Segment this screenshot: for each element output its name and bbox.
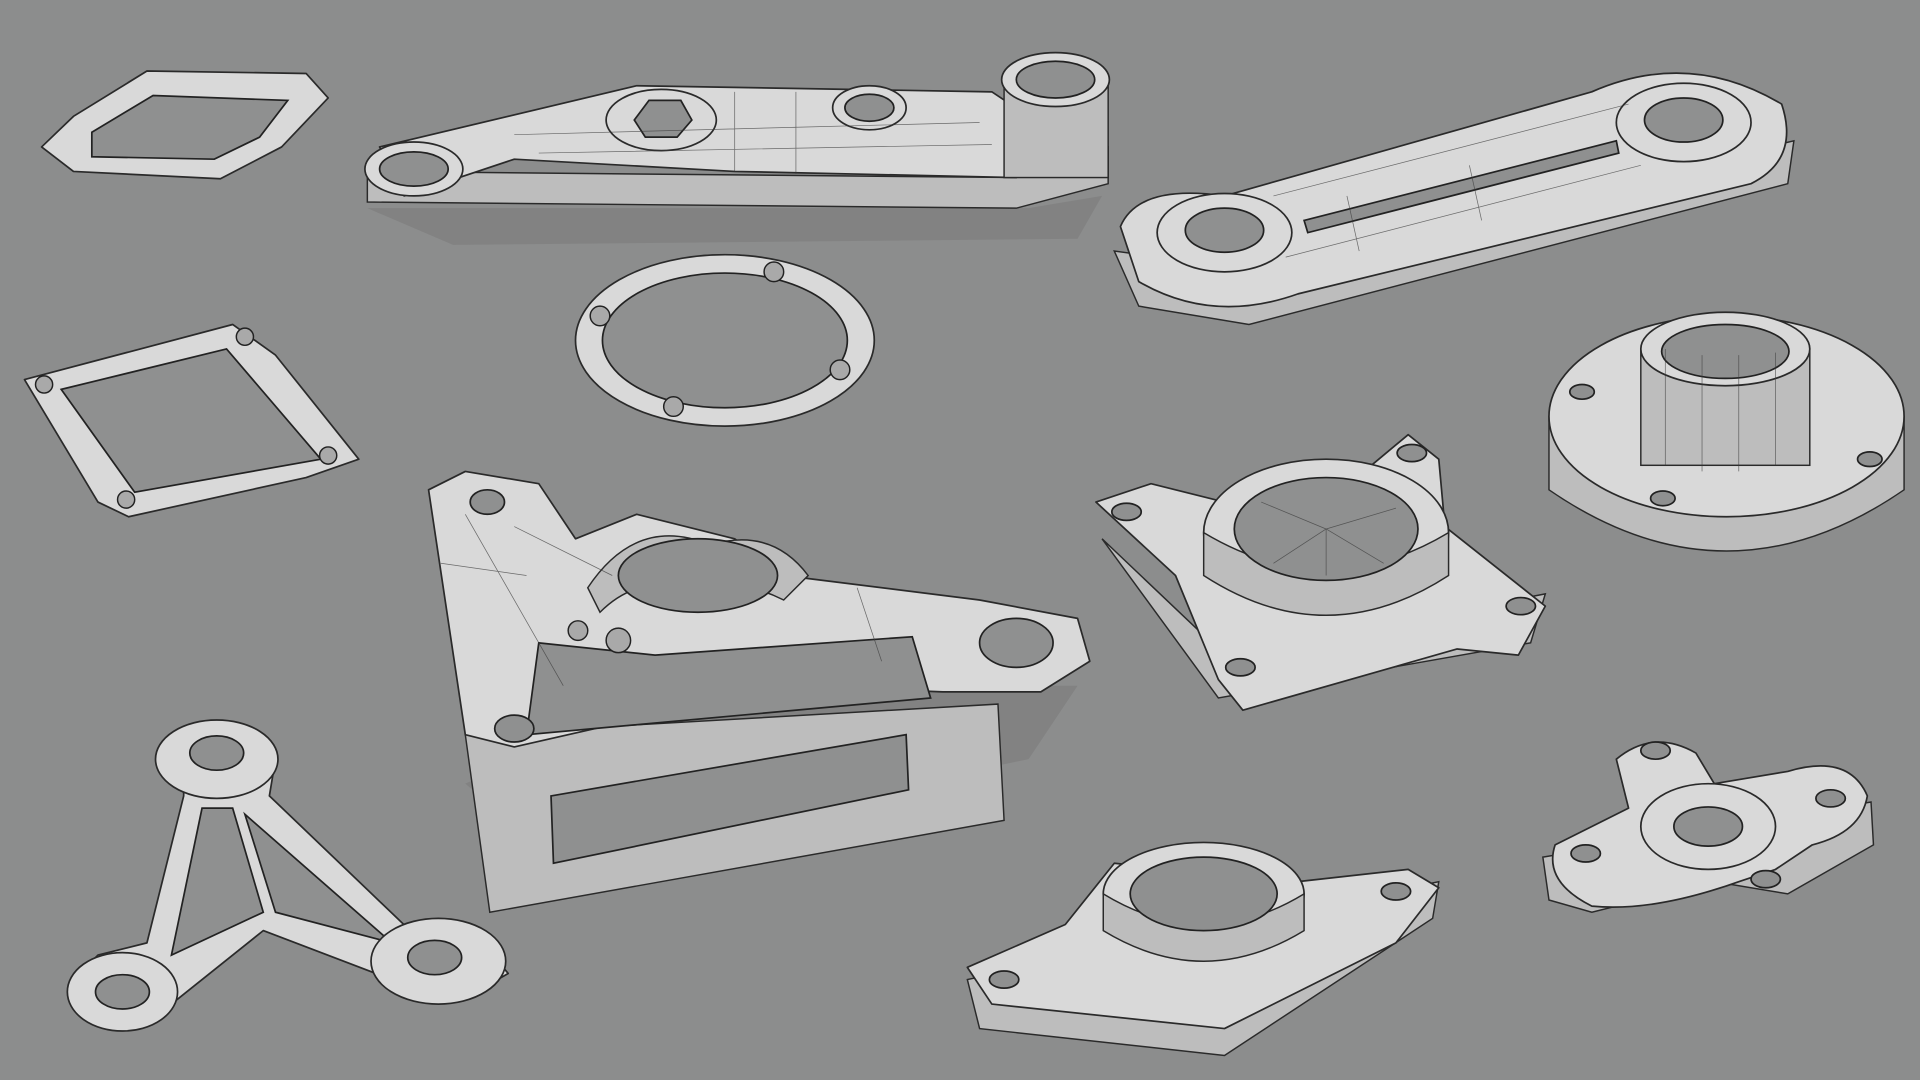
triangle-link: [66, 719, 510, 1032]
ring-gasket: [574, 253, 876, 427]
bracket: [427, 470, 1091, 914]
connecting-rod: [1113, 72, 1795, 326]
bent-lever: [364, 51, 1111, 245]
square-gasket: [23, 323, 360, 518]
round-flange: [1548, 311, 1905, 552]
hex-gasket: [40, 70, 330, 180]
square-flange: [1095, 433, 1547, 712]
cross-link: [1542, 741, 1875, 914]
oval-flange: [966, 841, 1440, 1057]
